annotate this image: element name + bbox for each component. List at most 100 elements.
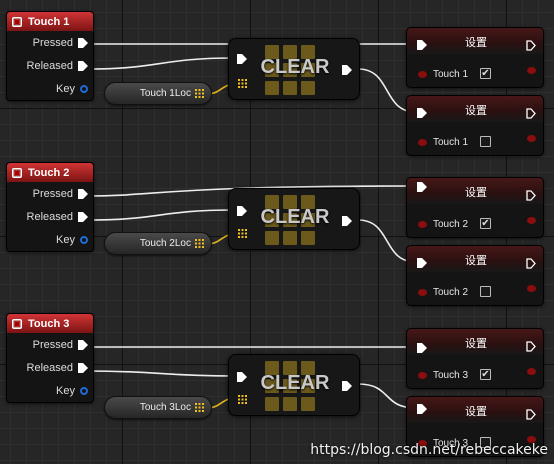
bool-in-pin[interactable] (418, 71, 427, 78)
touch-1-loc-variable[interactable]: Touch 1Loc (104, 82, 212, 105)
event-node-title: Touch 3 (28, 317, 70, 330)
pressed-label: Pressed (32, 338, 73, 351)
set-exec-in-pin[interactable] (417, 404, 427, 414)
set-exec-out-pin[interactable] (526, 108, 536, 119)
pressed-pin-row: Pressed (7, 333, 93, 356)
array-grid-icon[interactable] (195, 89, 204, 98)
set-node-touch-3-false[interactable]: 设置 Touch 3 (406, 396, 544, 457)
bool-checkbox-checked[interactable]: ✔ (480, 369, 491, 380)
set-node-touch-1-false[interactable]: 设置 Touch 1 (406, 95, 544, 156)
pressed-label: Pressed (32, 36, 73, 49)
bool-label: Touch 1 (433, 69, 469, 80)
clear-array-in-pin[interactable] (238, 395, 247, 404)
clear-node[interactable]: CLEAR (228, 188, 360, 250)
pressed-exec-pin[interactable] (78, 339, 88, 350)
bool-label: Touch 2 (433, 219, 469, 230)
bool-in-pin[interactable] (418, 440, 427, 447)
variable-label: Touch 1Loc (139, 88, 191, 99)
set-exec-in-pin[interactable] (417, 40, 427, 50)
released-exec-pin[interactable] (78, 362, 88, 373)
array-grid-icon[interactable] (195, 403, 204, 412)
released-pin-row: Released (7, 356, 93, 379)
set-node-touch-2-false[interactable]: 设置 Touch 2 (406, 245, 544, 306)
key-struct-pin[interactable] (80, 386, 88, 395)
key-label: Key (56, 384, 75, 397)
event-node-title: Touch 1 (28, 15, 70, 28)
bool-in-pin[interactable] (418, 139, 427, 146)
set-node-header: 设置 (407, 96, 543, 122)
variable-label: Touch 2Loc (139, 238, 191, 249)
set-exec-out-pin[interactable] (526, 190, 536, 201)
set-exec-out-pin[interactable] (526, 341, 536, 352)
key-struct-pin[interactable] (80, 84, 88, 93)
bool-checkbox-unchecked[interactable] (480, 437, 491, 448)
set-exec-out-pin[interactable] (526, 258, 536, 269)
array-background-icon (265, 361, 315, 411)
array-background-icon (265, 195, 315, 245)
set-node-touch-3-true[interactable]: 设置 Touch 3 ✔ (406, 328, 544, 389)
bool-checkbox-unchecked[interactable] (480, 286, 491, 297)
bool-out-pin[interactable] (527, 135, 536, 142)
key-struct-pin[interactable] (80, 235, 88, 244)
clear-array-in-pin[interactable] (238, 79, 247, 88)
key-label: Key (56, 82, 75, 95)
bool-out-pin[interactable] (527, 285, 536, 292)
released-exec-pin[interactable] (78, 60, 88, 71)
set-node-title: 设置 (465, 255, 487, 267)
set-node-header: 设置 (407, 329, 543, 355)
set-node-title: 设置 (465, 338, 487, 350)
bool-checkbox-checked[interactable]: ✔ (480, 218, 491, 229)
clear-node-title: CLEAR (260, 206, 330, 228)
array-grid-icon[interactable] (195, 239, 204, 248)
clear-node-title: CLEAR (260, 372, 330, 394)
released-exec-pin[interactable] (78, 211, 88, 222)
set-exec-in-pin[interactable] (417, 343, 427, 353)
array-background-icon (265, 45, 315, 95)
set-exec-in-pin[interactable] (417, 182, 427, 192)
bool-checkbox-unchecked[interactable] (480, 136, 491, 147)
clear-exec-out-pin[interactable] (342, 65, 352, 75)
clear-exec-out-pin[interactable] (342, 381, 352, 391)
set-exec-in-pin[interactable] (417, 108, 427, 118)
key-pin-row: Key (7, 228, 93, 251)
bool-in-pin[interactable] (418, 372, 427, 379)
set-exec-in-pin[interactable] (417, 258, 427, 268)
set-node-touch-2-true[interactable]: 设置 Touch 2 ✔ (406, 177, 544, 238)
pressed-pin-row: Pressed (7, 182, 93, 205)
clear-node[interactable]: CLEAR (228, 38, 360, 100)
set-exec-out-pin[interactable] (526, 409, 536, 420)
clear-exec-out-pin[interactable] (342, 216, 352, 226)
pressed-label: Pressed (32, 187, 73, 200)
clear-array-in-pin[interactable] (238, 229, 247, 238)
bool-out-pin[interactable] (527, 368, 536, 375)
event-node-touch-2[interactable]: ▣ Touch 2 Pressed Released Key (6, 162, 94, 252)
touch-event-icon: ▣ (12, 318, 22, 329)
pressed-exec-pin[interactable] (78, 188, 88, 199)
clear-exec-in-pin[interactable] (237, 206, 247, 216)
set-node-title: 设置 (465, 37, 487, 49)
bool-in-pin[interactable] (418, 221, 427, 228)
set-exec-out-pin[interactable] (526, 40, 536, 51)
released-label: Released (26, 59, 73, 72)
key-label: Key (56, 233, 75, 246)
bool-out-pin[interactable] (527, 436, 536, 443)
bool-checkbox-checked[interactable]: ✔ (480, 68, 491, 79)
clear-exec-in-pin[interactable] (237, 372, 247, 382)
touch-event-icon: ▣ (12, 167, 22, 178)
touch-2-loc-variable[interactable]: Touch 2Loc (104, 232, 212, 255)
touch-3-loc-variable[interactable]: Touch 3Loc (104, 396, 212, 419)
released-label: Released (26, 361, 73, 374)
clear-node[interactable]: CLEAR (228, 354, 360, 416)
clear-exec-in-pin[interactable] (237, 54, 247, 64)
bool-out-pin[interactable] (527, 67, 536, 74)
bool-label: Touch 1 (433, 137, 469, 148)
set-node-title: 设置 (465, 105, 487, 117)
pressed-exec-pin[interactable] (78, 37, 88, 48)
event-node-touch-3[interactable]: ▣ Touch 3 Pressed Released Key (6, 313, 94, 403)
released-pin-row: Released (7, 54, 93, 77)
set-node-header: 设置 (407, 178, 543, 204)
bool-out-pin[interactable] (527, 217, 536, 224)
set-node-touch-1-true[interactable]: 设置 Touch 1 ✔ (406, 27, 544, 88)
bool-in-pin[interactable] (418, 289, 427, 296)
event-node-touch-1[interactable]: ▣ Touch 1 Pressed Released Key (6, 11, 94, 101)
